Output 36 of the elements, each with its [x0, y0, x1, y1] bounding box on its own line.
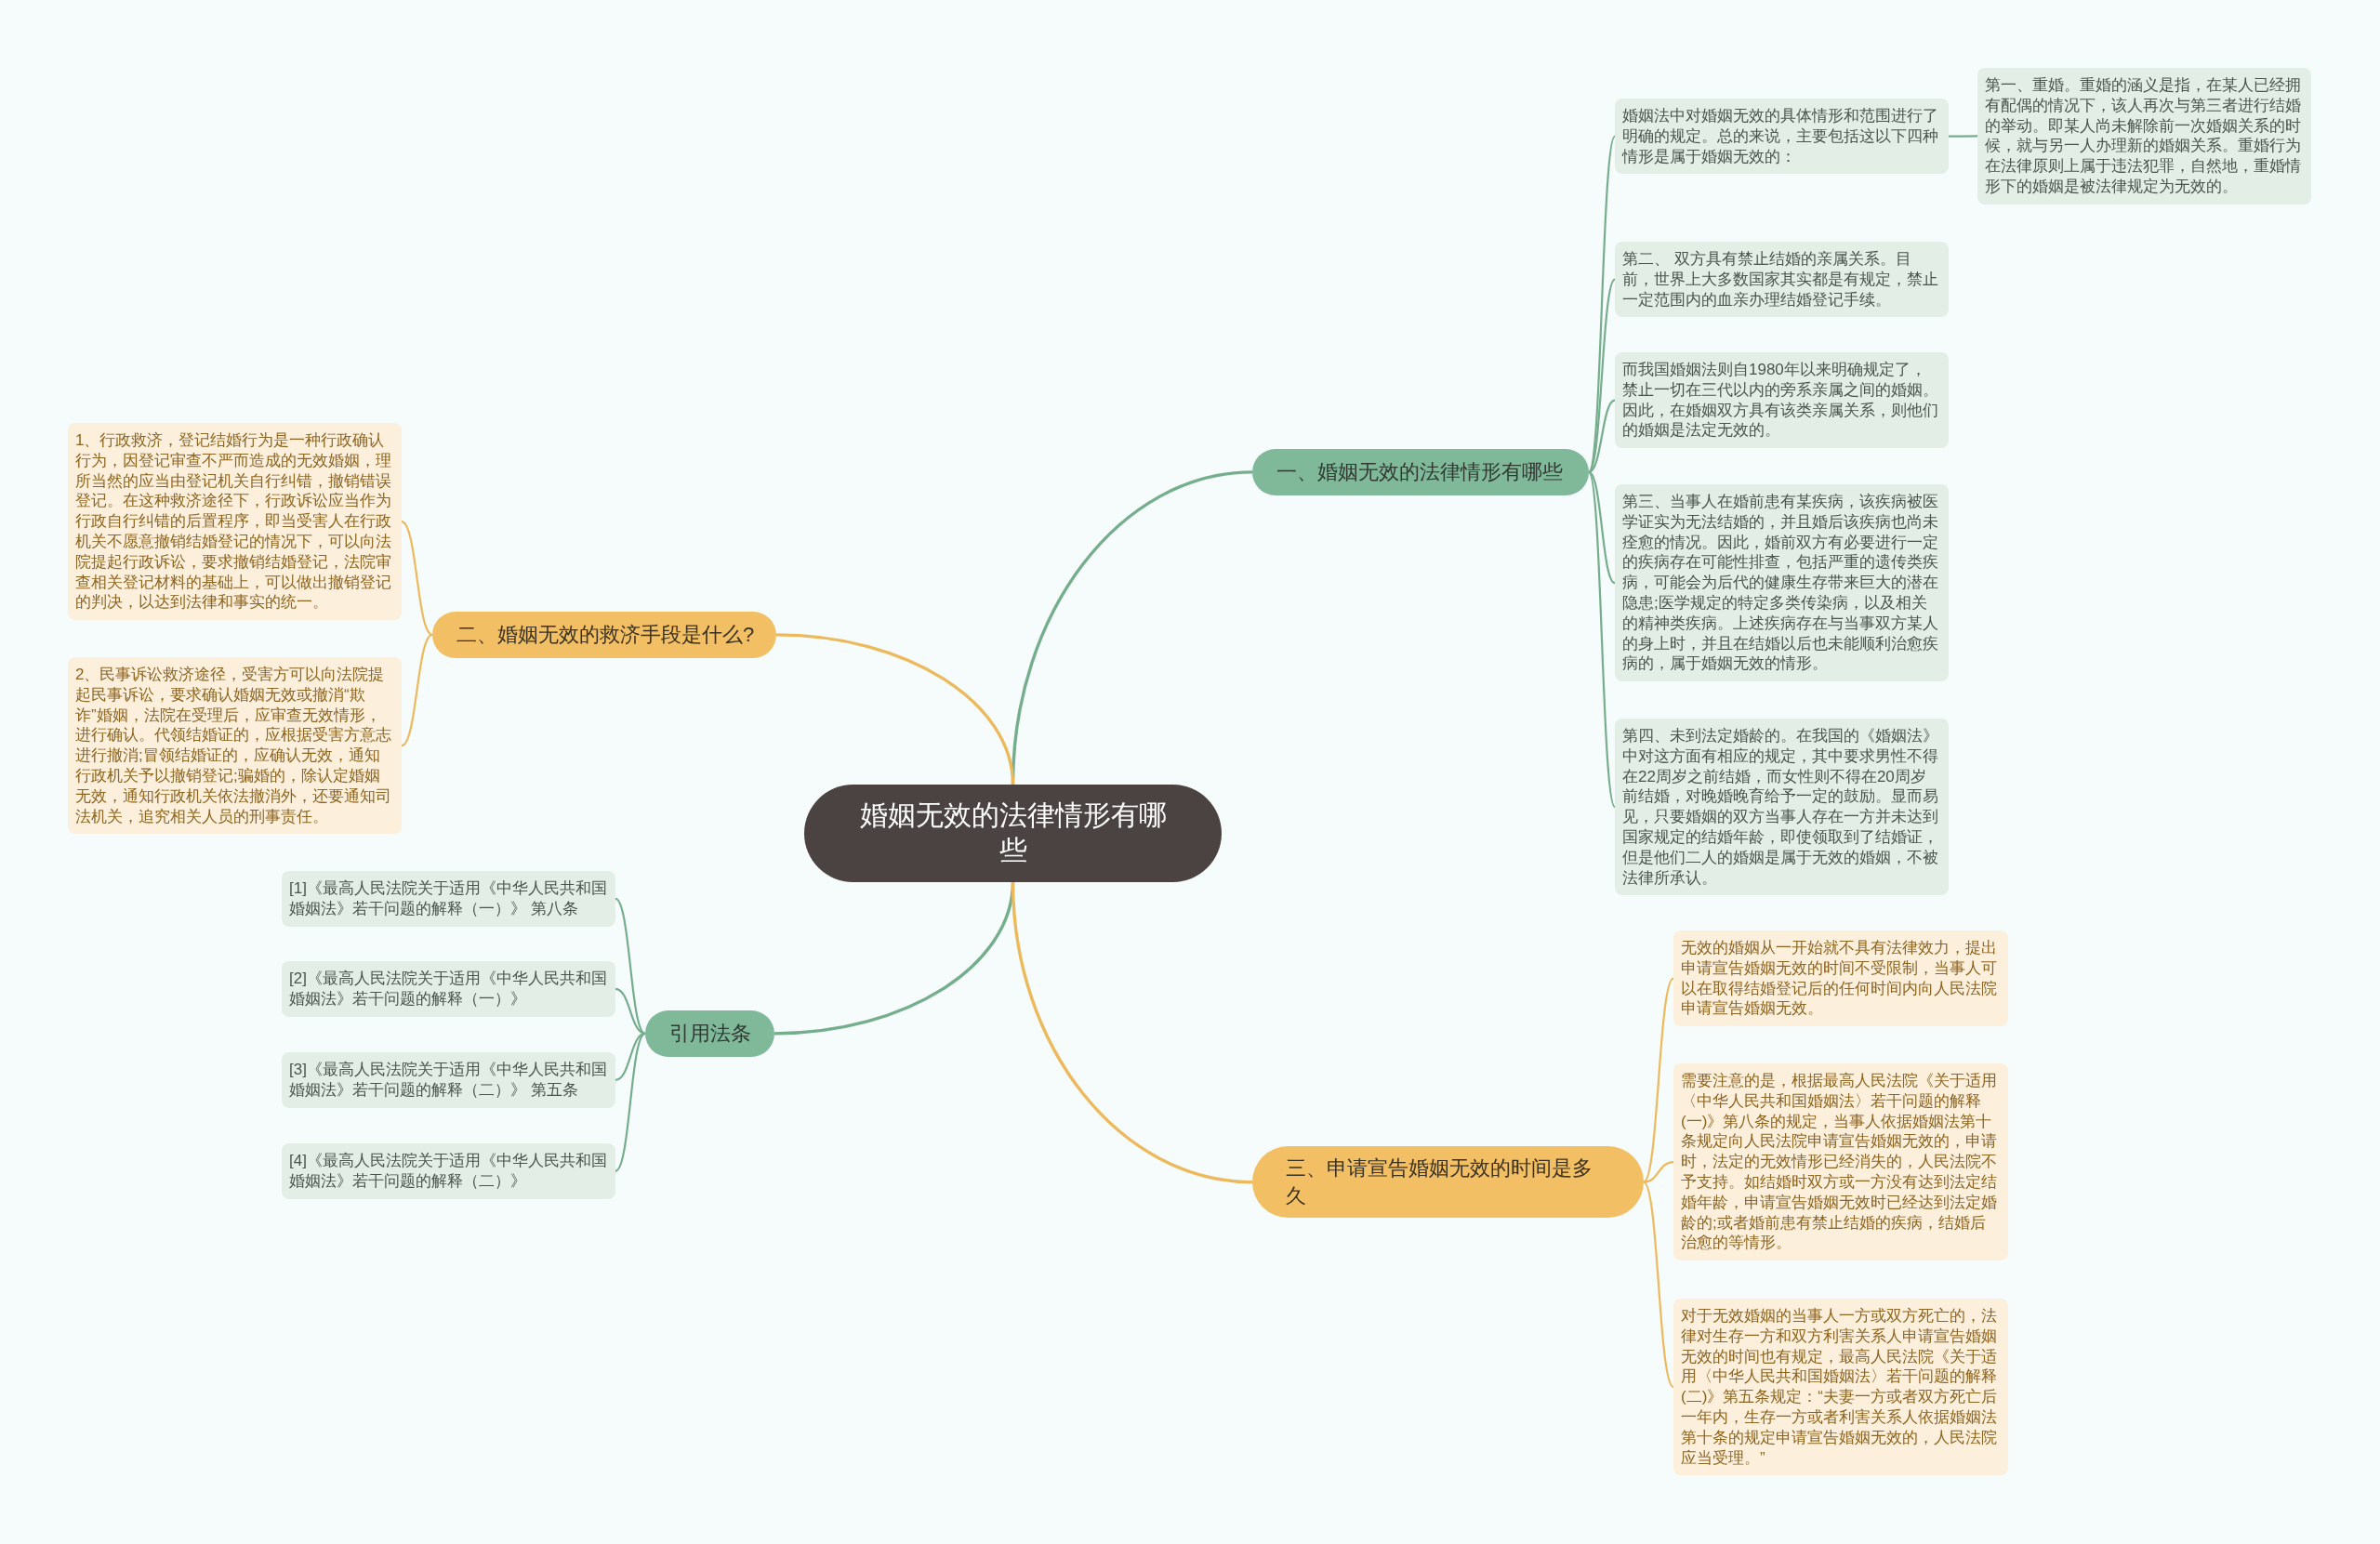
note-card: 需要注意的是，根据最高人民法院《关于适用〈中华人民共和国婚姻法〉若干问题的解释(一)》第八条的规定，当事人依据婚姻法第十条规定向人民法院申请宣告婚姻无效的，申请时，法定的无效情形已经消失的，人民法院不予支持。如结婚时双方或一方没有达到法定结婚年龄，申请宣告婚姻无效时已经达到法定婚龄的;或者婚前患有禁止结婚的疾病，结婚后治愈的等情形。: [1673, 1063, 2008, 1261]
note-card: 而我国婚姻法则自1980年以来明确规定了，禁止一切在三代以内的旁系亲属之间的婚姻。因此，在婚姻双方具有该类亲属关系，则他们的婚姻是法定无效的。: [1615, 352, 1949, 449]
note-card: [4]《最高人民法院关于适用《中华人民共和国婚姻法》若干问题的解释（二）》: [282, 1143, 615, 1199]
central-topic: 婚姻无效的法律情形有哪些: [804, 785, 1222, 882]
note-card: 第四、未到法定婚龄的。在我国的《婚姻法》中对这方面有相应的规定，其中要求男性不得在22周岁之前结婚，而女性则不得在20周岁前结婚，对晚婚晚育给予一定的鼓励。显而易见，只要婚姻的双方当事人存在一方并未达到国家规定的结婚年龄，即使领取到了结婚证，但是他们二人的婚姻是属于无效的婚姻，不被法律所承认。: [1615, 719, 1949, 896]
note-card: [2]《最高人民法院关于适用《中华人民共和国婚姻法》若干问题的解释（一）》: [282, 961, 615, 1017]
connector-line: [401, 633, 433, 747]
connector-line: [1643, 1181, 1674, 1388]
note-card: [3]《最高人民法院关于适用《中华人民共和国婚姻法》若干问题的解释（二）》 第五条: [282, 1052, 615, 1108]
note-card: [1]《最高人民法院关于适用《中华人民共和国婚姻法》若干问题的解释（一）》 第八条: [282, 871, 615, 927]
connector-line: [1588, 279, 1616, 473]
connector-line: [1588, 470, 1616, 584]
connector-line: [1949, 135, 1977, 138]
note-card: 婚姻法中对婚姻无效的具体情形和范围进行了明确的规定。总的来说，主要包括这以下四种情形是属于婚姻无效的：: [1615, 99, 1949, 175]
connector-line: [1011, 881, 1253, 1184]
connector-line: [401, 521, 433, 636]
connector-line: [775, 633, 1015, 785]
note-card: 第三、当事人在婚前患有某疾病，该疾病被医学证实为无法结婚的，并且婚后该疾病也尚未痊愈的情况。因此，婚前双方有必要进行一定的疾病存在可能性排查，包括严重的遗传类疾病，可能会为后代的健康生存带来巨大的潜在隐患;医学规定的特定多类传染病，以及相关的精神类疾病。上述疾病存在与当事双方某人的身上时，并且在结婚以后也未能顺利治愈疾病的，属于婚姻无效的情形。: [1615, 484, 1949, 682]
note-card: 无效的婚姻从一开始就不具有法律效力，提出申请宣告婚姻无效的时间不受限制，当事人可以在取得结婚登记后的任何时间内向人民法院申请宣告婚姻无效。: [1673, 930, 2008, 1027]
connector-line: [615, 897, 646, 1035]
connector-line: [1588, 399, 1616, 473]
branch-topic: 一、婚姻无效的法律情形有哪些: [1252, 449, 1589, 495]
branch-topic: 三、申请宣告婚姻无效的时间是多久: [1252, 1146, 1644, 1219]
note-card: 对于无效婚姻的当事人一方或双方死亡的，法律对生存一方和双方利害关系人申请宣告婚姻无效的时间也有规定，最高人民法院《关于适用〈中华人民共和国婚姻法〉若干问题的解释(二)》第五条规定：“夫妻一方或者双方死亡后一年内，生存一方或者利害关系人依据婚姻法第十条的规定申请宣告婚姻无效的，人民法院应当受理。”: [1673, 1299, 2008, 1476]
note-card: 第二、 双方具有禁止结婚的亲属关系。目前，世界上大多数国家其实都是有规定，禁止一定范围内的血亲办理结婚登记手续。: [1615, 242, 1949, 318]
connector-line: [1643, 977, 1674, 1183]
connector-line: [1588, 471, 1616, 808]
connector-line: [615, 1032, 646, 1081]
connector-line: [615, 987, 646, 1035]
note-card: 2、民事诉讼救济途径，受害方可以向法院提起民事诉讼，要求确认婚姻无效或撤消“欺诈”婚姻，法院在受理后，应审查无效情形，进行确认。代领结婚证的，应根据受害方意志进行撤消;冒领结婚证的，应确认无效，通知行政机关予以撤销登记;骗婚的，除认定婚姻无效，通知行政机关依法撤消外，还要通知司法机关，追究相关人员的刑事责任。: [68, 657, 402, 835]
connector-line: [615, 1032, 646, 1172]
note-card: 1、行政救济，登记结婚行为是一种行政确认行为，因登记审查不严而造成的无效婚姻，理所当然的应当由登记机关自行纠错，撤销错误登记。在这种救济途径下，行政诉讼应当作为行政自行纠错的后置程序，即当受害人在行政机关不愿意撤销结婚登记的情况下，可以向法院提起行政诉讼，要求撤销结婚登记，法院审查相关登记材料的基础上，可以做出撤销登记的判决，以达到法律和事实的统一。: [68, 423, 402, 621]
branch-topic: 二、婚姻无效的救济手段是什么?: [432, 612, 776, 658]
branch-topic: 引用法条: [645, 1010, 774, 1057]
connector-line: [1643, 1161, 1674, 1183]
note-card: 第一、重婚。重婚的涵义是指，在某人已经拥有配偶的情况下，该人再次与第三者进行结婚的举动。即某人尚未解除前一次婚姻关系的时候，就与另一人办理新的婚姻关系。重婚行为在法律原则上属于违法犯罪，自然地，重婚情形下的婚姻是被法律规定为无效的。: [1977, 68, 2311, 205]
